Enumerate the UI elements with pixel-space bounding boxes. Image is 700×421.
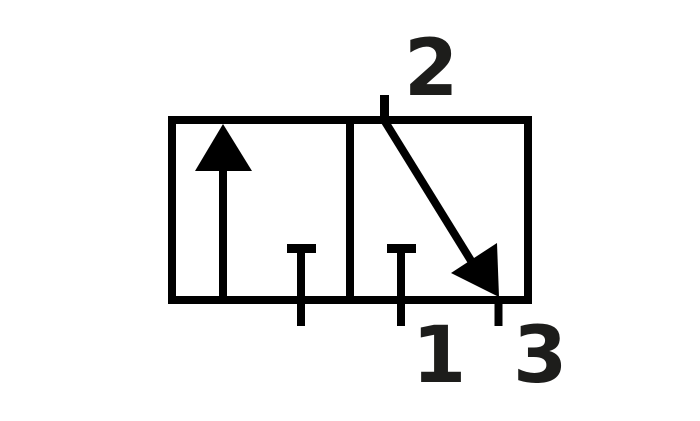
port-label-1: 1 bbox=[412, 311, 467, 401]
up-flow-arrow-icon bbox=[195, 124, 252, 300]
blocked-port-right-icon bbox=[387, 244, 416, 326]
port-label-2: 2 bbox=[404, 24, 459, 114]
port-label-3: 3 bbox=[513, 311, 568, 401]
diagonal-flow-arrow-icon bbox=[380, 117, 499, 297]
blocked-port-left-icon bbox=[287, 244, 316, 326]
